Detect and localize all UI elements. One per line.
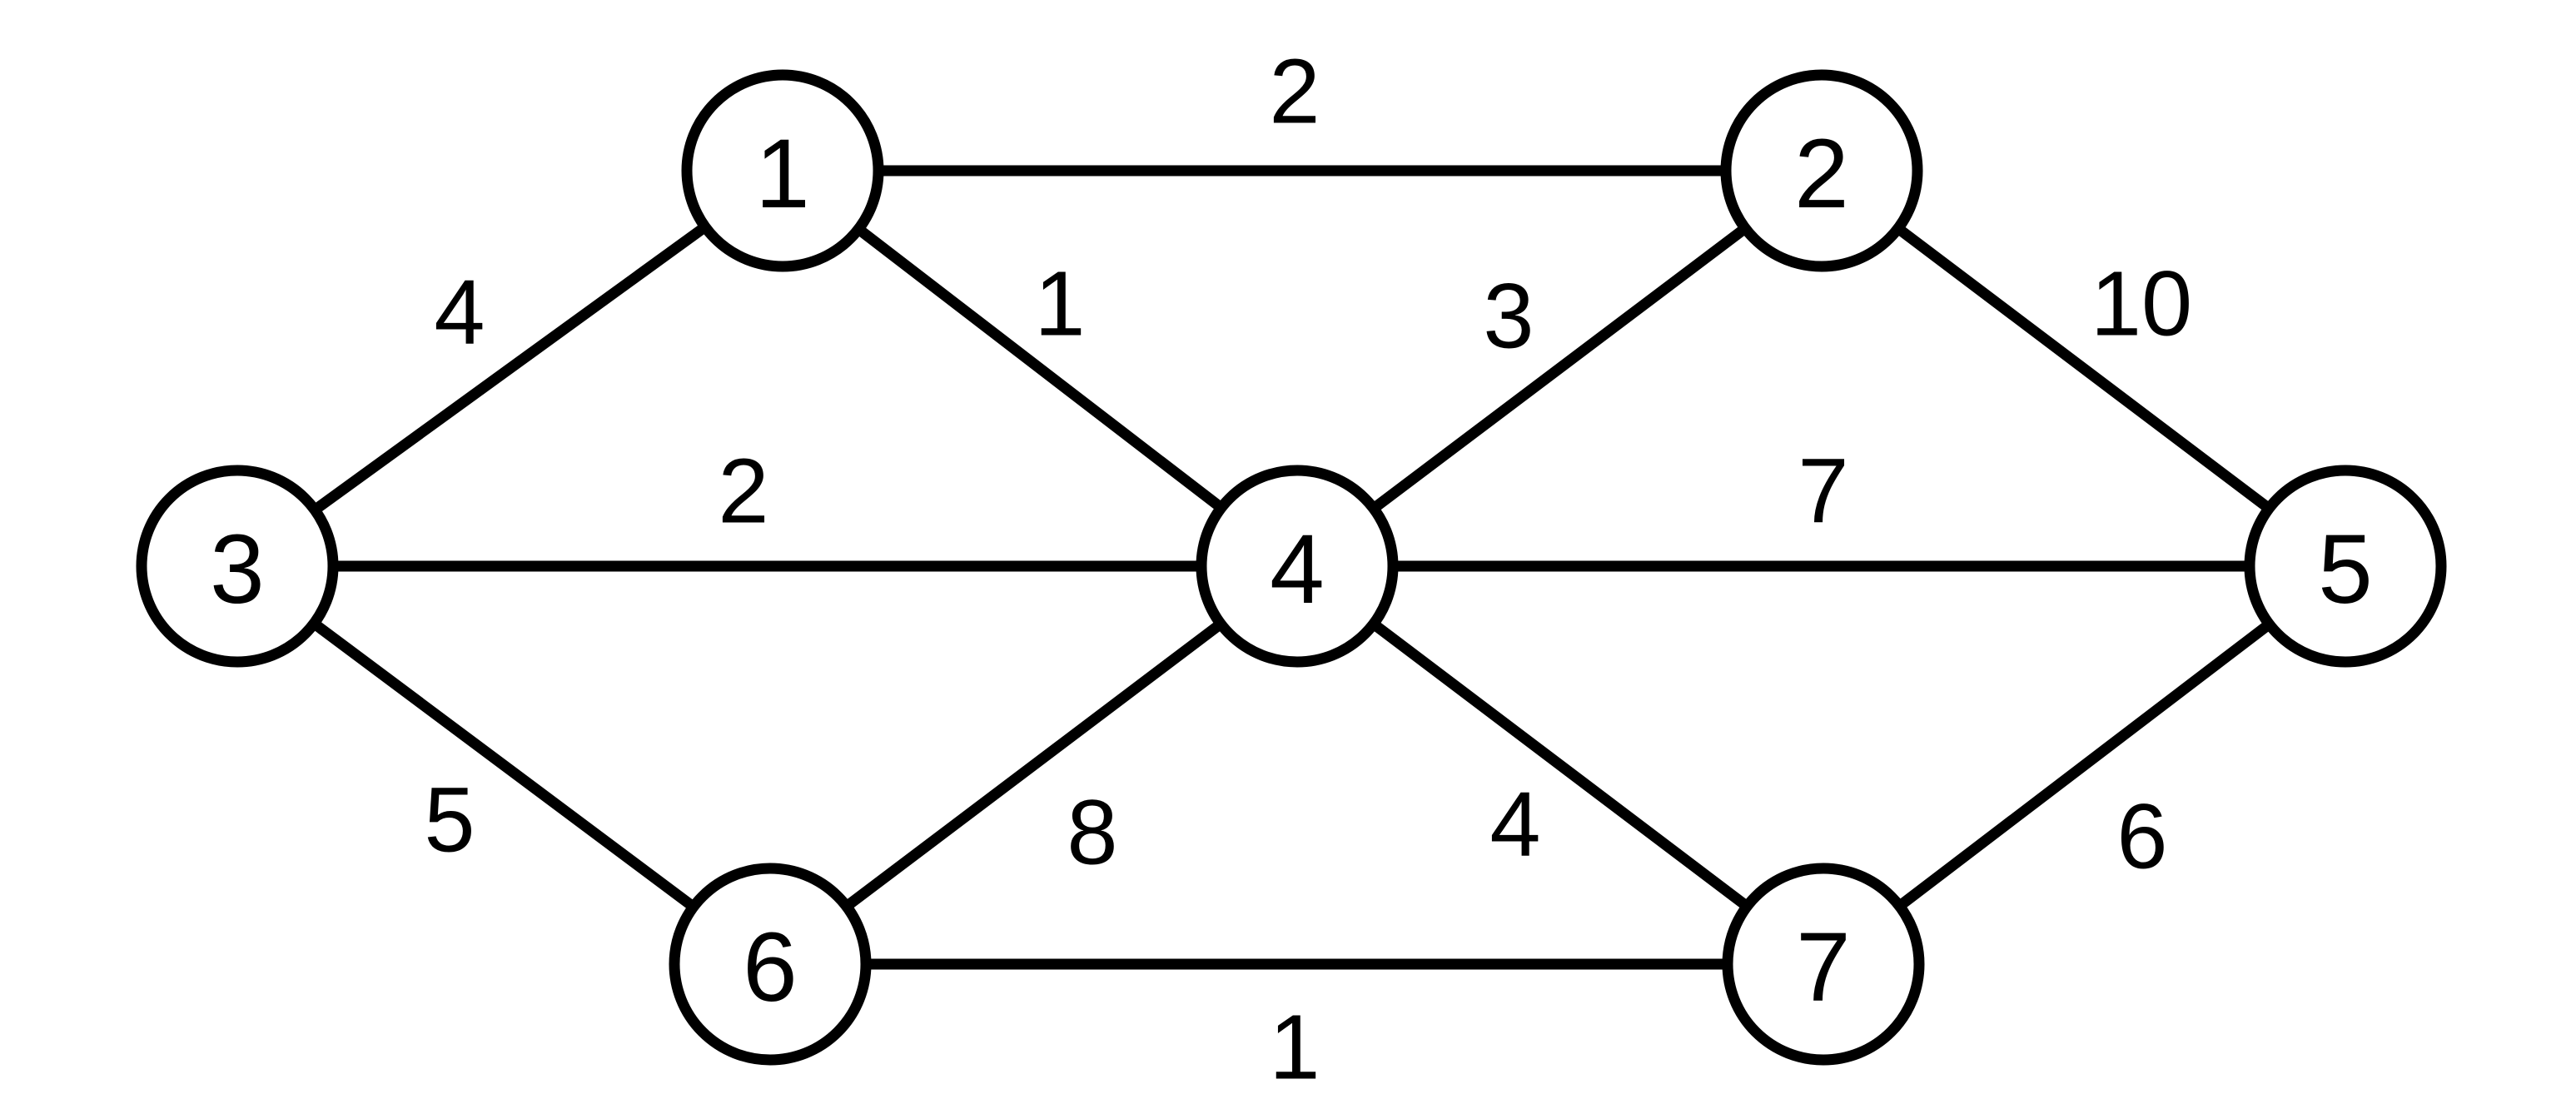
node-3[interactable]: 3 (136, 465, 339, 668)
node-7[interactable]: 7 (1722, 863, 1925, 1066)
node-label-6: 6 (743, 913, 798, 1022)
edge-3-6[interactable] (306, 616, 701, 914)
edge-weight-4-7: 4 (1489, 773, 1540, 876)
node-6[interactable]: 6 (669, 863, 872, 1066)
node-circle-7[interactable] (1722, 863, 1925, 1066)
node-label-4: 4 (1270, 515, 1325, 624)
edge-labels-layer: 2 4 1 3 10 2 7 5 8 4 6 1 (424, 41, 2192, 1099)
edge-weight-1-4: 1 (1034, 253, 1085, 356)
edge-weight-1-2: 2 (1269, 41, 1320, 143)
edge-4-6[interactable] (839, 616, 1228, 914)
edge-weight-6-7: 1 (1269, 997, 1320, 1099)
edge-1-3[interactable] (307, 219, 713, 518)
node-circle-2[interactable] (1720, 69, 1923, 272)
node-label-1: 1 (755, 119, 810, 229)
edge-weight-5-7: 6 (2116, 786, 2167, 888)
node-circle-1[interactable] (681, 69, 884, 272)
node-5[interactable]: 5 (2244, 465, 2447, 668)
edge-2-4[interactable] (1366, 221, 1753, 516)
edge-5-7[interactable] (1892, 616, 2277, 914)
edge-weight-3-6: 5 (424, 769, 475, 872)
node-label-5: 5 (2318, 515, 2373, 624)
edge-weight-2-5: 10 (2091, 253, 2192, 356)
nodes-layer: 1 2 3 4 5 6 7 (136, 69, 2447, 1066)
node-circle-3[interactable] (136, 465, 339, 668)
node-4[interactable]: 4 (1196, 465, 1399, 668)
node-label-3: 3 (210, 515, 265, 624)
edges-layer (306, 165, 2277, 970)
node-circle-6[interactable] (669, 863, 872, 1066)
edge-weight-3-4: 2 (718, 440, 768, 543)
node-circle-4[interactable] (1196, 465, 1399, 668)
edge-weight-4-5: 7 (1798, 440, 1848, 543)
edge-weight-2-4: 3 (1483, 266, 1534, 368)
node-label-7: 7 (1796, 913, 1851, 1022)
node-label-2: 2 (1794, 119, 1849, 229)
node-2[interactable]: 2 (1720, 69, 1923, 272)
edge-1-4[interactable] (851, 221, 1229, 515)
edge-weight-1-3: 4 (434, 261, 485, 364)
edge-2-5[interactable] (1891, 221, 2276, 516)
edge-4-7[interactable] (1366, 616, 1754, 914)
node-1[interactable]: 1 (681, 69, 884, 272)
node-circle-5[interactable] (2244, 465, 2447, 668)
edge-weight-4-6: 8 (1067, 782, 1117, 884)
